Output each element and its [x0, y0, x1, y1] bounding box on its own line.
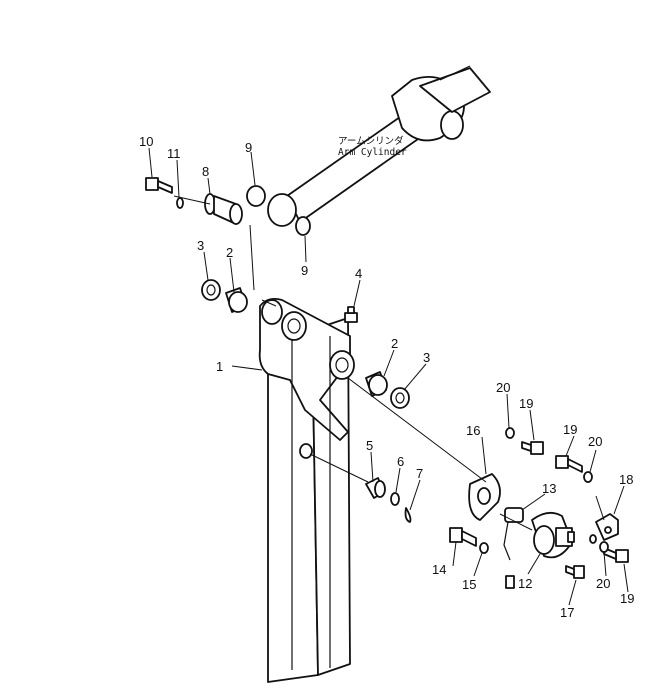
o-ring-9-lower [295, 216, 311, 236]
callout-20-bottom: 20 [596, 576, 610, 591]
callout-17: 17 [560, 605, 574, 620]
callout-2-right: 2 [391, 336, 398, 351]
callout-19-mid: 19 [563, 422, 577, 437]
o-ring-9-upper [246, 185, 266, 207]
bushing-3-right [390, 387, 410, 409]
washer-6 [390, 492, 400, 506]
assembly-lines [173, 195, 605, 531]
washer-15 [479, 542, 489, 554]
callout-13: 13 [542, 481, 556, 496]
callout-7: 7 [416, 466, 423, 481]
leader-lines [148, 147, 629, 606]
sensor-12 [531, 511, 575, 559]
callout-3-right: 3 [423, 350, 430, 365]
callout-8: 8 [202, 164, 209, 179]
bolt-14 [449, 527, 477, 547]
callout-18: 18 [619, 472, 633, 487]
callout-labels: 1 2 2 3 3 4 5 6 7 8 9 9 10 11 12 13 14 1… [139, 134, 634, 620]
callout-12: 12 [518, 576, 532, 591]
bolt-17 [565, 565, 585, 579]
callout-4: 4 [355, 266, 362, 281]
washer-small [589, 534, 597, 544]
callout-15: 15 [462, 577, 476, 592]
bushing-2-left [225, 287, 248, 313]
snap-ring-7 [404, 507, 412, 523]
bolt-19-mid [555, 455, 583, 473]
callout-14: 14 [432, 562, 446, 577]
link-18 [595, 513, 619, 541]
bolt-19-top [521, 441, 544, 455]
grease-fitting-4 [344, 306, 358, 323]
callout-10: 10 [139, 134, 153, 149]
callout-9-lower: 9 [301, 263, 308, 278]
arm-cylinder-caption: アームシリンダ Arm Cylinder [338, 135, 407, 158]
bracket-16 [468, 473, 501, 521]
callout-20-top: 20 [496, 380, 510, 395]
callout-19-bottom: 19 [620, 591, 634, 606]
callout-20-mid: 20 [588, 434, 602, 449]
callout-9-upper: 9 [245, 140, 252, 155]
callout-16: 16 [466, 423, 480, 438]
washer-20-bottom [599, 541, 609, 553]
washer-20-top [505, 427, 515, 439]
caption-english: Arm Cylinder [338, 147, 407, 158]
bolt-10 [145, 177, 173, 194]
pin-5 [365, 477, 386, 499]
washer-11 [176, 197, 184, 209]
callout-11: 11 [167, 146, 181, 161]
link-arm [258, 297, 355, 683]
callout-3-left: 3 [197, 238, 204, 253]
caption-japanese: アームシリンダ [338, 135, 404, 147]
washer-20-mid [583, 471, 593, 483]
callout-19-top: 19 [519, 396, 533, 411]
callout-2-left: 2 [226, 245, 233, 260]
arm-cylinder [267, 65, 491, 227]
callout-6: 6 [397, 454, 404, 469]
callout-1: 1 [216, 359, 223, 374]
bushing-2-right [365, 371, 388, 397]
pin-8 [204, 193, 243, 225]
bushing-3-left [201, 279, 221, 301]
callout-5: 5 [366, 438, 373, 453]
